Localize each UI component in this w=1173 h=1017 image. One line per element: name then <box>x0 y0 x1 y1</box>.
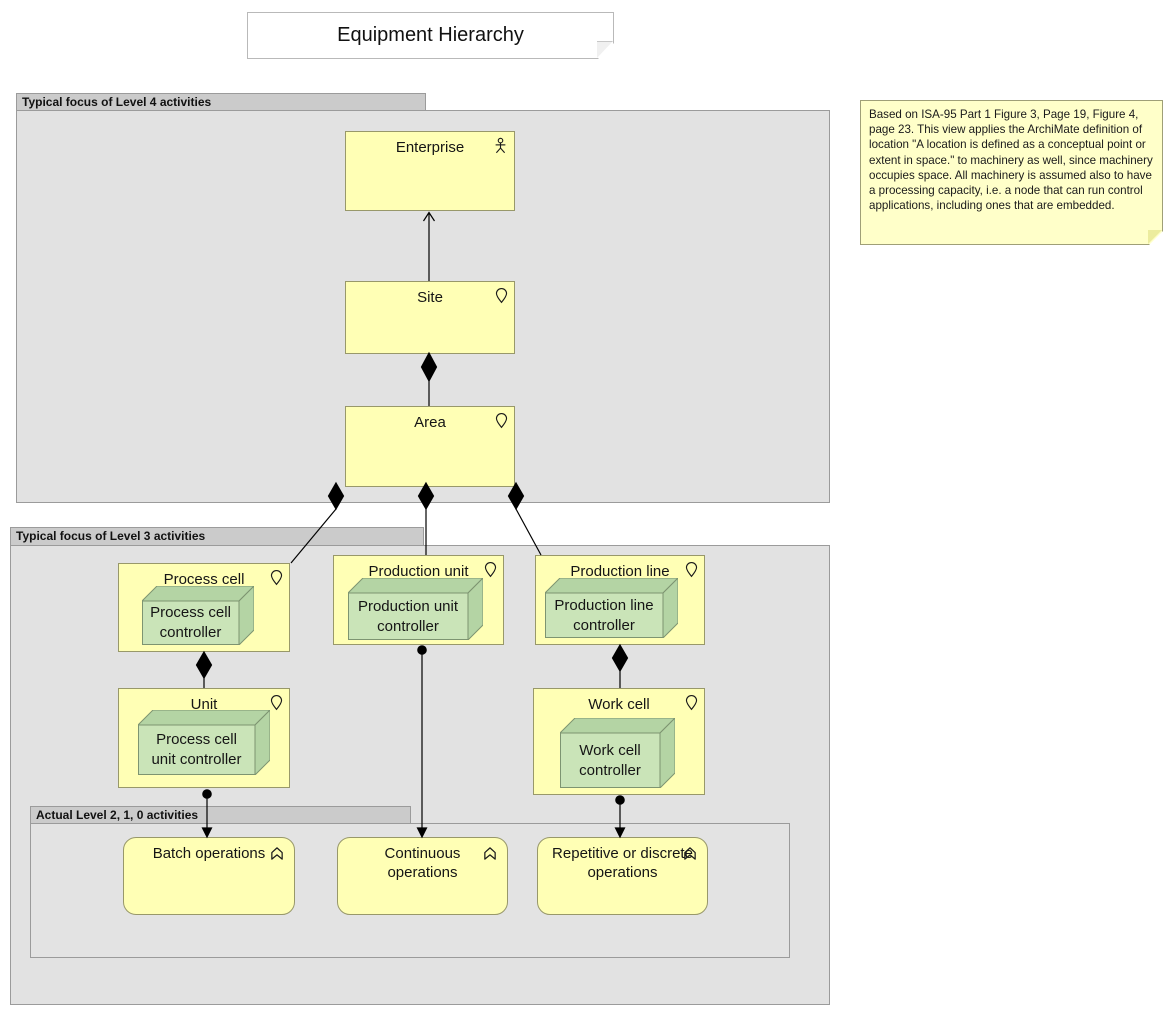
location-pin-icon <box>495 412 508 434</box>
node-shape <box>560 718 675 788</box>
element-batch-operations[interactable]: Batch operations <box>123 837 295 915</box>
group-level4-tab[interactable]: Typical focus of Level 4 activities <box>16 93 426 111</box>
group-level3-label: Typical focus of Level 3 activities <box>16 529 206 543</box>
node-work-cell-controller[interactable]: Work cell controller <box>560 718 675 788</box>
element-area[interactable]: Area <box>345 406 515 487</box>
element-label: Work cell <box>588 696 650 713</box>
element-label: Process cell <box>163 571 245 588</box>
location-pin-icon <box>484 561 497 583</box>
element-label: Continuous operations <box>384 845 461 881</box>
node-label: Production unit controller <box>357 597 459 635</box>
node-shape <box>545 578 678 638</box>
node-label: Process cell unit controller <box>151 731 242 768</box>
element-enterprise[interactable]: Enterprise <box>345 131 515 211</box>
group-level3-tab[interactable]: Typical focus of Level 3 activities <box>10 527 424 546</box>
business-actor-icon <box>493 137 508 160</box>
node-shape <box>348 578 483 640</box>
element-site[interactable]: Site <box>345 281 515 354</box>
group-level210-label: Actual Level 2, 1, 0 activities <box>36 808 199 822</box>
note-fold-corner <box>1148 230 1162 244</box>
group-level4-label: Typical focus of Level 4 activities <box>22 95 212 109</box>
diagram-title-box[interactable]: Equipment Hierarchy <box>247 12 614 59</box>
node-shape <box>142 586 254 645</box>
node-production-line-controller[interactable]: Production line controller <box>545 578 678 638</box>
location-pin-icon <box>270 694 283 716</box>
element-repetitive-operations[interactable]: Repetitive or discrete operations <box>537 837 708 915</box>
node-production-unit-controller[interactable]: Production unit controller <box>348 578 483 640</box>
location-pin-icon <box>685 561 698 583</box>
title-fold-corner <box>597 41 613 58</box>
element-label: Area <box>414 414 446 431</box>
process-chevron-icon <box>682 846 698 866</box>
process-chevron-icon <box>269 846 285 866</box>
location-pin-icon <box>270 569 283 591</box>
node-process-cell-unit-controller[interactable]: Process cell unit controller <box>138 710 270 775</box>
node-shape <box>138 710 270 775</box>
element-label: Unit <box>190 696 218 713</box>
node-label: Work cell controller <box>579 741 641 779</box>
node-label: Production line controller <box>554 596 654 634</box>
node-label: Process cell controller <box>150 604 231 641</box>
note-isa95[interactable]: Based on ISA-95 Part 1 Figure 3, Page 19… <box>860 100 1163 245</box>
page-title: Equipment Hierarchy <box>337 24 524 46</box>
element-label: Production unit <box>368 563 469 580</box>
element-continuous-operations[interactable]: Continuous operations <box>337 837 508 915</box>
process-chevron-icon <box>482 846 498 866</box>
note-text: Based on ISA-95 Part 1 Figure 3, Page 19… <box>869 108 1153 213</box>
node-process-cell-controller[interactable]: Process cell controller <box>142 586 254 645</box>
group-level210-tab[interactable]: Actual Level 2, 1, 0 activities <box>30 806 411 824</box>
element-label: Repetitive or discrete operations <box>552 845 693 881</box>
location-pin-icon <box>685 694 698 716</box>
location-pin-icon <box>495 287 508 309</box>
element-label: Production line <box>570 563 670 580</box>
element-label: Batch operations <box>152 845 266 862</box>
element-label: Site <box>417 289 443 306</box>
element-label: Enterprise <box>395 139 465 156</box>
